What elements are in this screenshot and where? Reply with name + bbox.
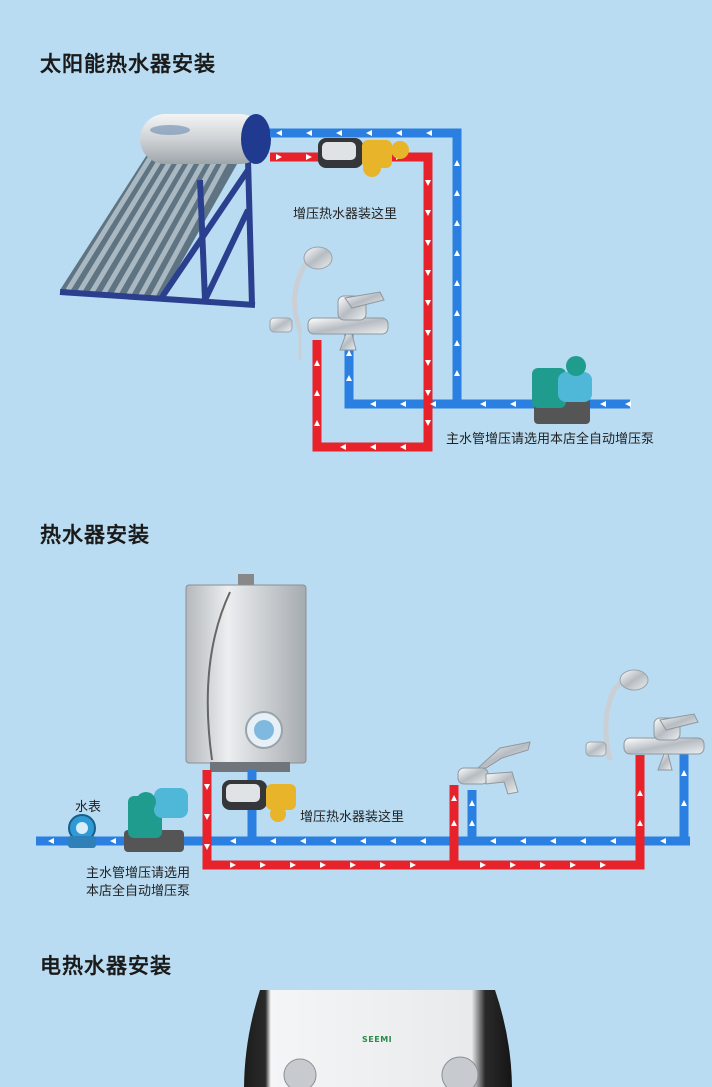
mixer-faucet	[307, 291, 389, 351]
label-main-pump-gas-line2: 本店全自动增压泵	[86, 884, 191, 899]
solar-water-heater	[59, 114, 271, 308]
shower-set	[585, 669, 649, 761]
label-water-meter: 水表	[75, 800, 102, 815]
label-booster-pump-gas: 增压热水器装这里	[300, 810, 405, 825]
mixer-faucet	[623, 713, 705, 771]
shower-set	[269, 246, 333, 360]
wall-tap	[457, 741, 531, 795]
label-main-pump-solar: 主水管增压请选用本店全自动增压泵	[446, 432, 655, 447]
booster-pump	[318, 138, 409, 177]
water-meter	[68, 814, 96, 848]
main-pump	[124, 788, 188, 852]
hot-flow-arrows	[204, 784, 643, 868]
electric-water-heater	[244, 990, 512, 1087]
label-booster-pump-solar: 增压热水器装这里	[293, 207, 398, 222]
booster-pump	[222, 780, 296, 822]
section-title-electric: 电热水器安装	[40, 954, 172, 978]
section-title-gas: 热水器安装	[40, 523, 150, 547]
section-title-solar: 太阳能热水器安装	[40, 52, 216, 76]
brand-logo-text: SEEMI	[362, 1035, 393, 1044]
solar-installation-diagram	[59, 114, 631, 452]
cold-flow-arrows	[48, 770, 687, 844]
label-main-pump-gas-line1: 主水管增压请选用	[86, 866, 191, 881]
cold-flow-arrows	[276, 130, 631, 407]
main-pump	[532, 356, 592, 424]
gas-water-heater	[185, 574, 307, 772]
solar-frame	[59, 159, 256, 308]
gas-heater-installation-diagram	[36, 574, 705, 870]
solar-tank	[140, 114, 271, 164]
